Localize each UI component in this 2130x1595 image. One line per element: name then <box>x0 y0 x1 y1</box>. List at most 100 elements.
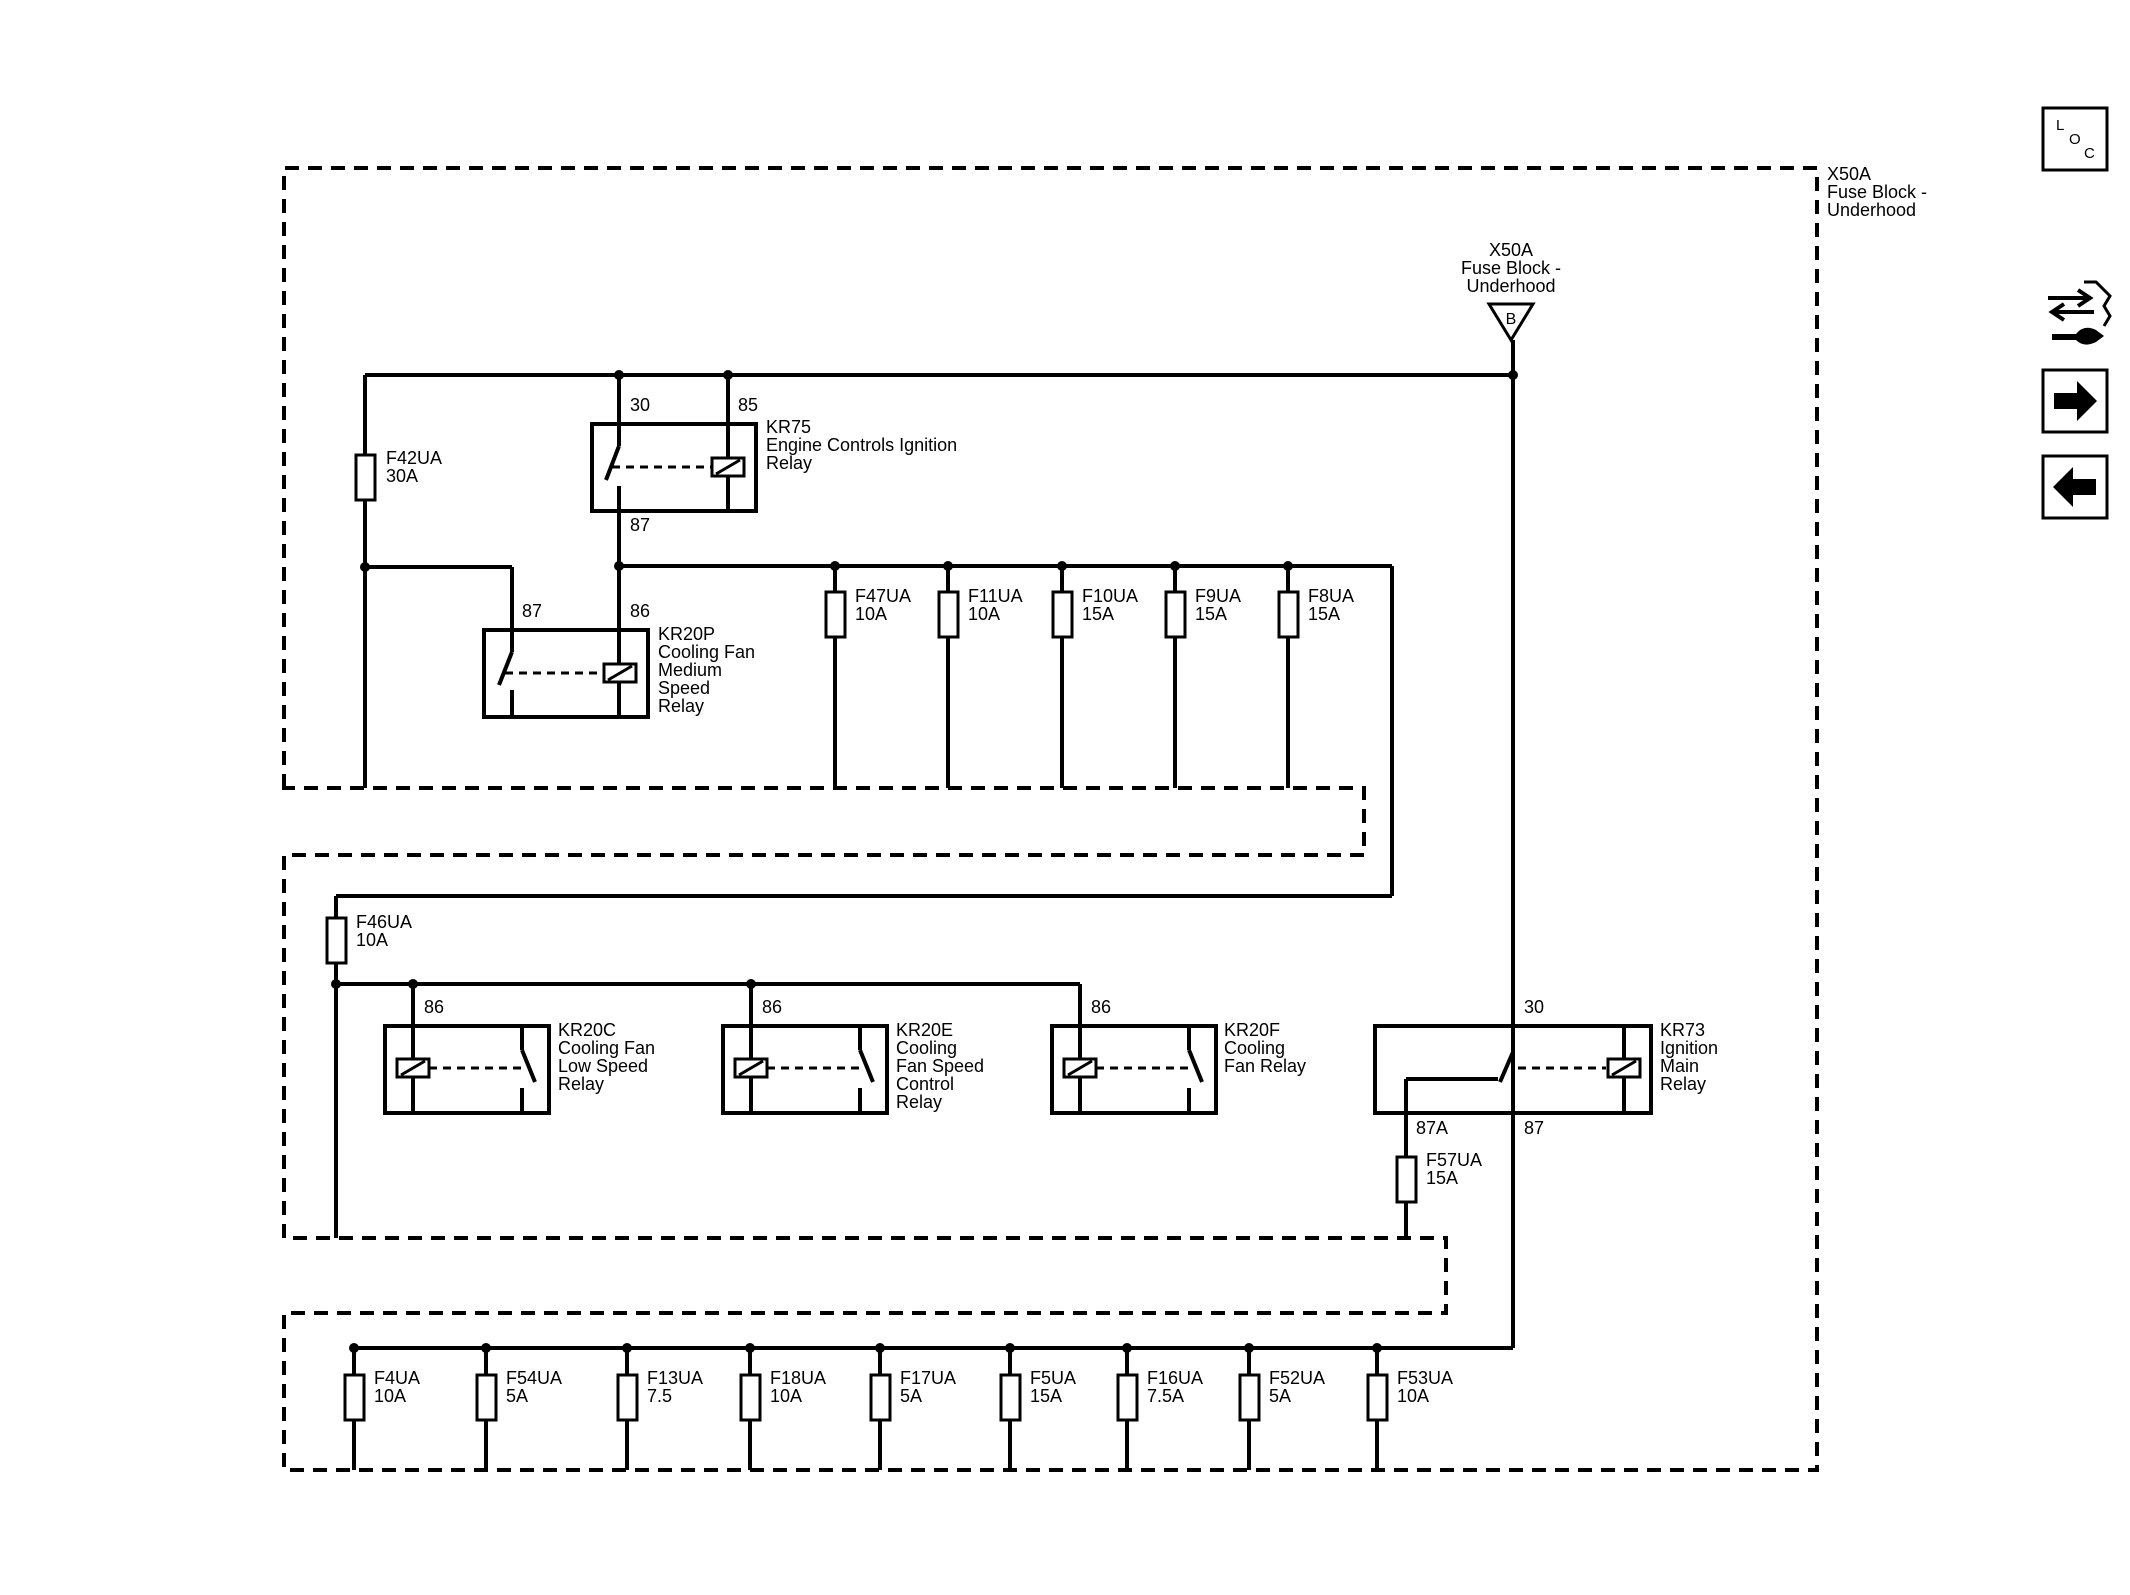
kr20c-label-line3: Relay <box>558 1074 604 1094</box>
kr73-label-line2: Main <box>1660 1056 1699 1076</box>
block-label-name2: Underhood <box>1827 200 1916 220</box>
connector-label-name2: Underhood <box>1466 276 1555 296</box>
kr20c-label-id: KR20C <box>558 1020 616 1040</box>
fuse-f52ua[interactable] <box>1238 1373 1261 1422</box>
relay-kr20c[interactable] <box>383 1024 551 1115</box>
f53ua-rating: 10A <box>1397 1386 1429 1406</box>
kr20p-pin-87: 87 <box>522 601 542 621</box>
fuse-f57ua[interactable] <box>1395 1155 1418 1204</box>
kr20f-label-line2: Fan Relay <box>1224 1056 1306 1076</box>
kr73-pin-30: 30 <box>1524 997 1544 1017</box>
relay-kr20e[interactable] <box>721 1024 889 1115</box>
fuse-f10ua[interactable] <box>1051 590 1074 639</box>
next-arrow-icon <box>2054 381 2097 421</box>
f46ua-label: F46UA <box>356 912 412 932</box>
loc-letter-o: O <box>2069 131 2081 148</box>
f46ua-rating: 10A <box>356 930 388 950</box>
connector-pin-label: B <box>1506 311 1517 328</box>
f54ua-rating: 5A <box>506 1386 528 1406</box>
fuse-f47ua[interactable] <box>824 590 847 639</box>
f18ua-label: F18UA <box>770 1368 826 1388</box>
f5ua-rating: 15A <box>1030 1386 1062 1406</box>
kr73-label-line3: Relay <box>1660 1074 1706 1094</box>
connector-b-symbol: B <box>1486 302 1536 343</box>
f13ua-label: F13UA <box>647 1368 703 1388</box>
fuse-f18ua[interactable] <box>739 1373 762 1422</box>
f47ua-rating: 10A <box>855 604 887 624</box>
f42ua-label: F42UA <box>386 448 442 468</box>
f8ua-label: F8UA <box>1308 586 1354 606</box>
f8ua-rating: 15A <box>1308 604 1340 624</box>
fuse-f42ua[interactable] <box>354 453 377 502</box>
loc-button[interactable]: L O C <box>2041 106 2109 172</box>
fuse-f53ua[interactable] <box>1366 1373 1389 1422</box>
f18ua-rating: 10A <box>770 1386 802 1406</box>
kr73-label-line1: Ignition <box>1660 1038 1718 1058</box>
kr75-label-line1: Engine Controls Ignition <box>766 435 957 455</box>
kr73-label-id: KR73 <box>1660 1020 1705 1040</box>
fuse-f11ua[interactable] <box>937 590 960 639</box>
kr20f-label-id: KR20F <box>1224 1020 1280 1040</box>
fuse-f46ua[interactable] <box>325 916 348 965</box>
kr75-pin-87: 87 <box>630 515 650 535</box>
kr20p-label-line4: Relay <box>658 696 704 716</box>
next-button[interactable] <box>2041 368 2109 434</box>
f52ua-rating: 5A <box>1269 1386 1291 1406</box>
splice-dots <box>331 370 1518 1353</box>
fuse-block-boundary <box>282 166 1819 1472</box>
f13ua-rating: 7.5 <box>647 1386 672 1406</box>
kr20e-pin-86: 86 <box>762 997 782 1017</box>
previous-arrow-icon <box>2053 467 2096 507</box>
connector-label-name1: Fuse Block - <box>1461 258 1561 278</box>
relay-kr20f[interactable] <box>1050 1024 1218 1115</box>
loc-letter-c: C <box>2084 145 2095 162</box>
f11ua-rating: 10A <box>968 604 1000 624</box>
f16ua-rating: 7.5A <box>1147 1386 1184 1406</box>
block-label-id: X50A <box>1827 164 1871 184</box>
f17ua-rating: 5A <box>900 1386 922 1406</box>
f47ua-label: F47UA <box>855 586 911 606</box>
f57ua-label: F57UA <box>1426 1150 1482 1170</box>
kr20e-label-line1: Cooling <box>896 1038 957 1058</box>
f53ua-label: F53UA <box>1397 1368 1453 1388</box>
wires <box>334 340 1515 1470</box>
fuse-f8ua[interactable] <box>1277 590 1300 639</box>
kr75-label-line2: Relay <box>766 453 812 473</box>
relay-kr73[interactable] <box>1373 1024 1653 1115</box>
kr20p-label-line2: Medium <box>658 660 722 680</box>
f54ua-label: F54UA <box>506 1368 562 1388</box>
fuse-f5ua[interactable] <box>999 1373 1022 1422</box>
f9ua-rating: 15A <box>1195 604 1227 624</box>
f10ua-rating: 15A <box>1082 604 1114 624</box>
kr75-label-id: KR75 <box>766 417 811 437</box>
relay-kr75[interactable] <box>590 422 758 513</box>
kr20c-label-line1: Cooling Fan <box>558 1038 655 1058</box>
kr20e-label-line2: Fan Speed <box>896 1056 984 1076</box>
relay-kr20p[interactable] <box>482 612 650 719</box>
component-swap-button[interactable] <box>2048 280 2112 345</box>
fuse-f4ua[interactable] <box>343 1373 366 1422</box>
loc-icon: L O C <box>2056 117 2095 162</box>
f11ua-label: F11UA <box>968 586 1023 606</box>
fuse-f54ua[interactable] <box>475 1373 498 1422</box>
f9ua-label: F9UA <box>1195 586 1241 606</box>
fuse-f9ua[interactable] <box>1164 590 1187 639</box>
connector-label-id: X50A <box>1489 240 1533 260</box>
kr20f-label-line1: Cooling <box>1224 1038 1285 1058</box>
kr20c-label-line2: Low Speed <box>558 1056 648 1076</box>
fuse-f17ua[interactable] <box>869 1373 892 1422</box>
f4ua-rating: 10A <box>374 1386 406 1406</box>
fuse-f13ua[interactable] <box>616 1373 639 1422</box>
f52ua-label: F52UA <box>1269 1368 1325 1388</box>
kr75-pin-30: 30 <box>630 395 650 415</box>
component-swap-icon <box>2048 280 2112 345</box>
kr20e-label-line4: Relay <box>896 1092 942 1112</box>
f42ua-rating: 30A <box>386 466 418 486</box>
f5ua-label: F5UA <box>1030 1368 1076 1388</box>
kr20f-pin-86: 86 <box>1091 997 1111 1017</box>
previous-button[interactable] <box>2041 454 2109 520</box>
f57ua-rating: 15A <box>1426 1168 1458 1188</box>
fuse-f16ua[interactable] <box>1116 1373 1139 1422</box>
loc-letter-l: L <box>2056 117 2064 134</box>
f10ua-label: F10UA <box>1082 586 1138 606</box>
